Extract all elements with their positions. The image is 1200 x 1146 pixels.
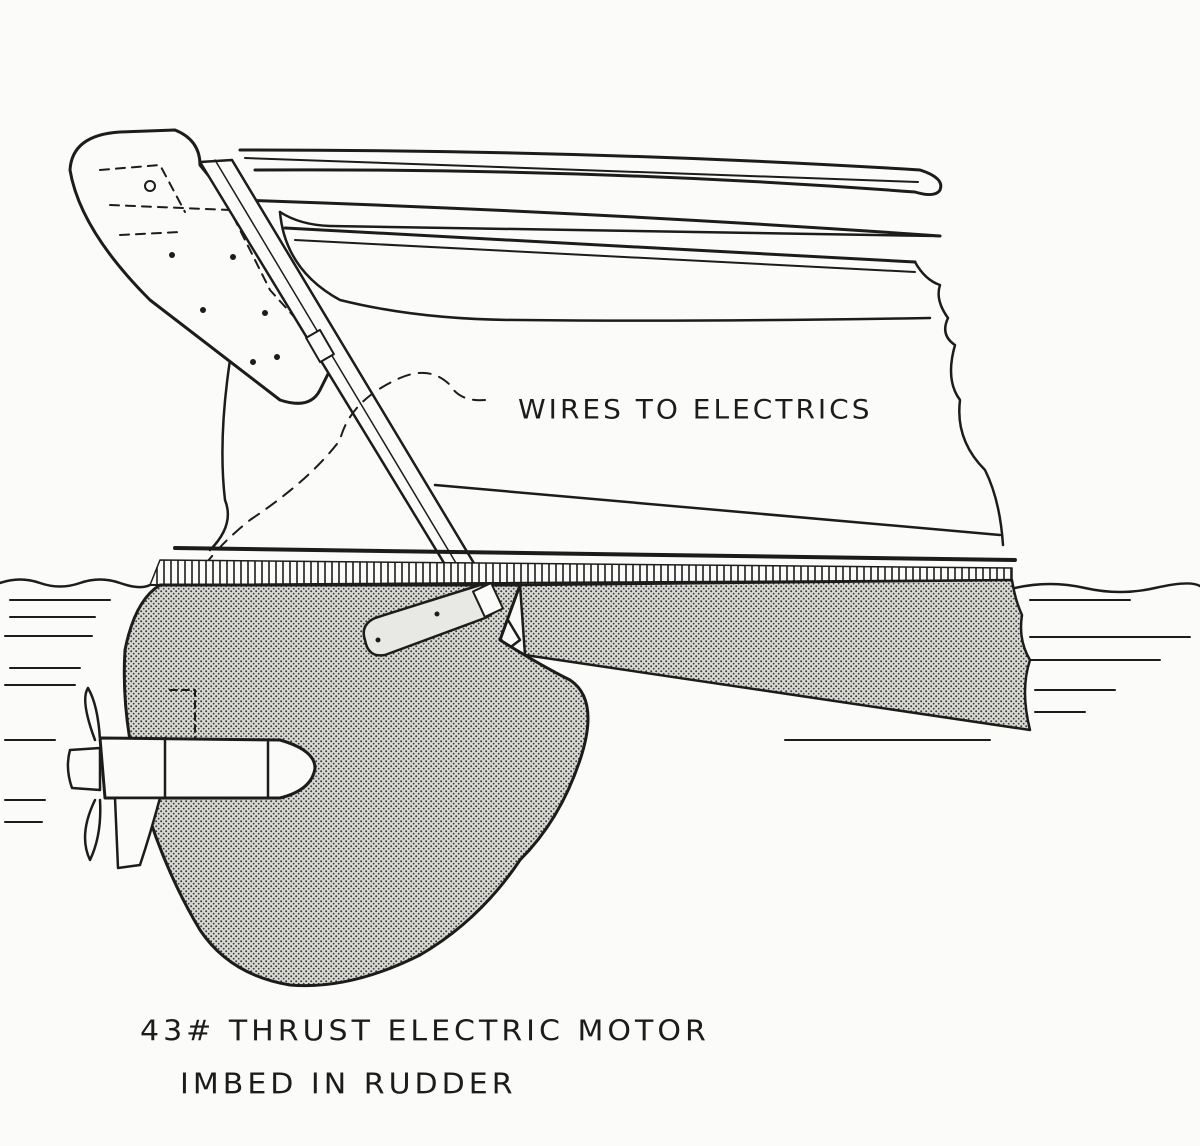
tiller-pin-hole [144, 180, 156, 192]
water-lines-left [4, 599, 111, 823]
caption-motor: 43# Thrust Electric Motor [140, 1014, 710, 1049]
stern-rail-inner [244, 157, 919, 183]
wires-annotation: Wires to Electrics [518, 393, 873, 426]
hull-broken-edge [913, 260, 1005, 547]
underwater-hull [518, 578, 1032, 732]
rub-rail-top [283, 226, 917, 264]
hull-chine [433, 483, 1002, 537]
motor-shaft-dashed [169, 689, 196, 746]
sheer-line-2 [278, 210, 940, 238]
water-lines-right [784, 599, 1191, 741]
boot-stripe [173, 546, 1017, 562]
motor-skeg [113, 796, 162, 870]
water-surface-left [0, 578, 152, 589]
rudder-stock [198, 158, 522, 657]
transom-curve [278, 210, 932, 322]
rub-rail-bottom [294, 239, 916, 273]
wire-path-dashed [179, 371, 486, 691]
sheer-line [238, 198, 942, 238]
tiller-rivets [169, 252, 280, 365]
electric-motor-pod [98, 736, 317, 800]
water-surface-right [1013, 582, 1200, 594]
upper-gudgeon [305, 328, 335, 364]
propeller [66, 686, 102, 862]
caption-imbed: Imbed in Rudder [180, 1067, 517, 1102]
stern-coaming-rail [238, 148, 943, 197]
